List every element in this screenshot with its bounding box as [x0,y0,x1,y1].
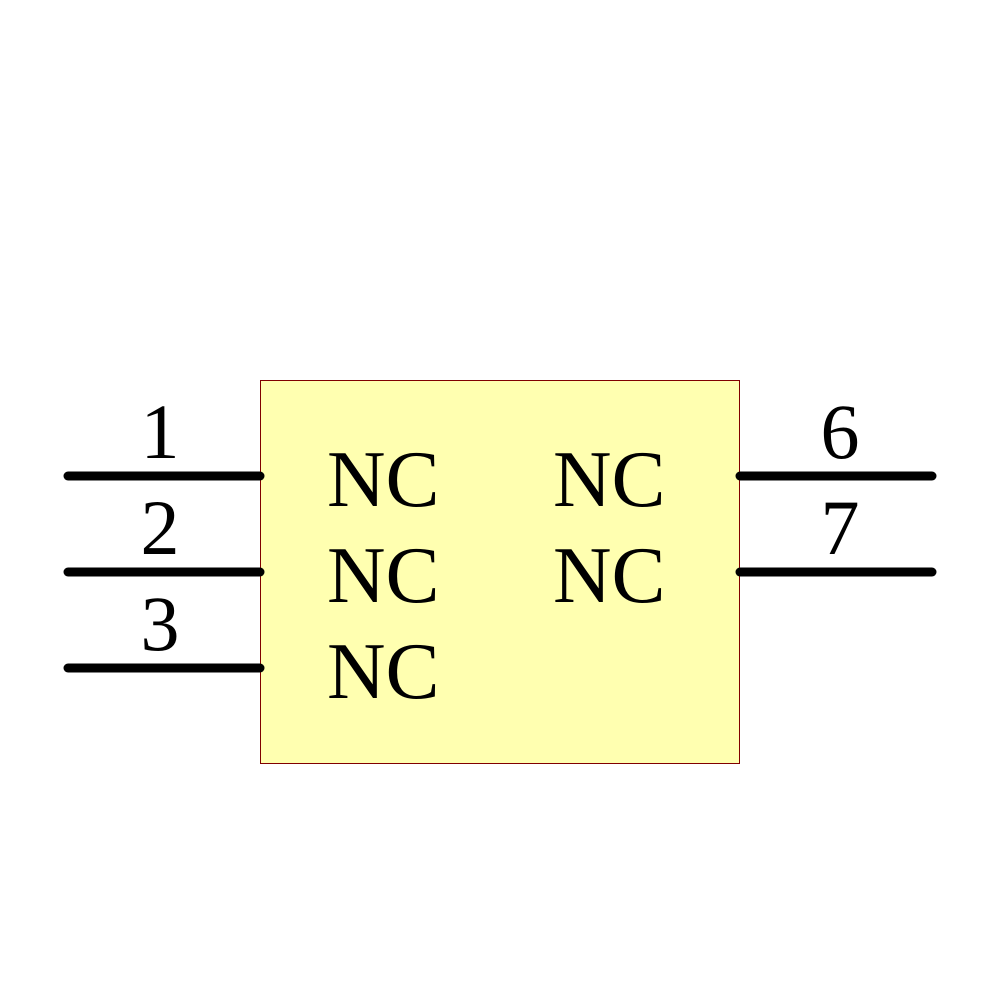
pin-6[interactable]: 6 NC [553,388,937,524]
pin-2-number: 2 [141,484,180,571]
pin-2[interactable]: 2 NC [63,484,440,620]
pin-6-number: 6 [821,388,860,475]
pin-3-label: NC [327,626,440,716]
pin-7-label: NC [553,530,666,620]
pin-7[interactable]: 7 NC [553,484,937,620]
component-body[interactable] [260,380,740,764]
pin-1[interactable]: 1 NC [63,388,440,524]
pin-7-number: 7 [821,484,860,571]
pin-6-label: NC [553,434,666,524]
pin-1-number: 1 [141,388,180,475]
pin-1-label: NC [327,434,440,524]
pin-3[interactable]: 3 NC [63,580,440,716]
pin-2-label: NC [327,530,440,620]
pin-3-number: 3 [141,580,180,667]
